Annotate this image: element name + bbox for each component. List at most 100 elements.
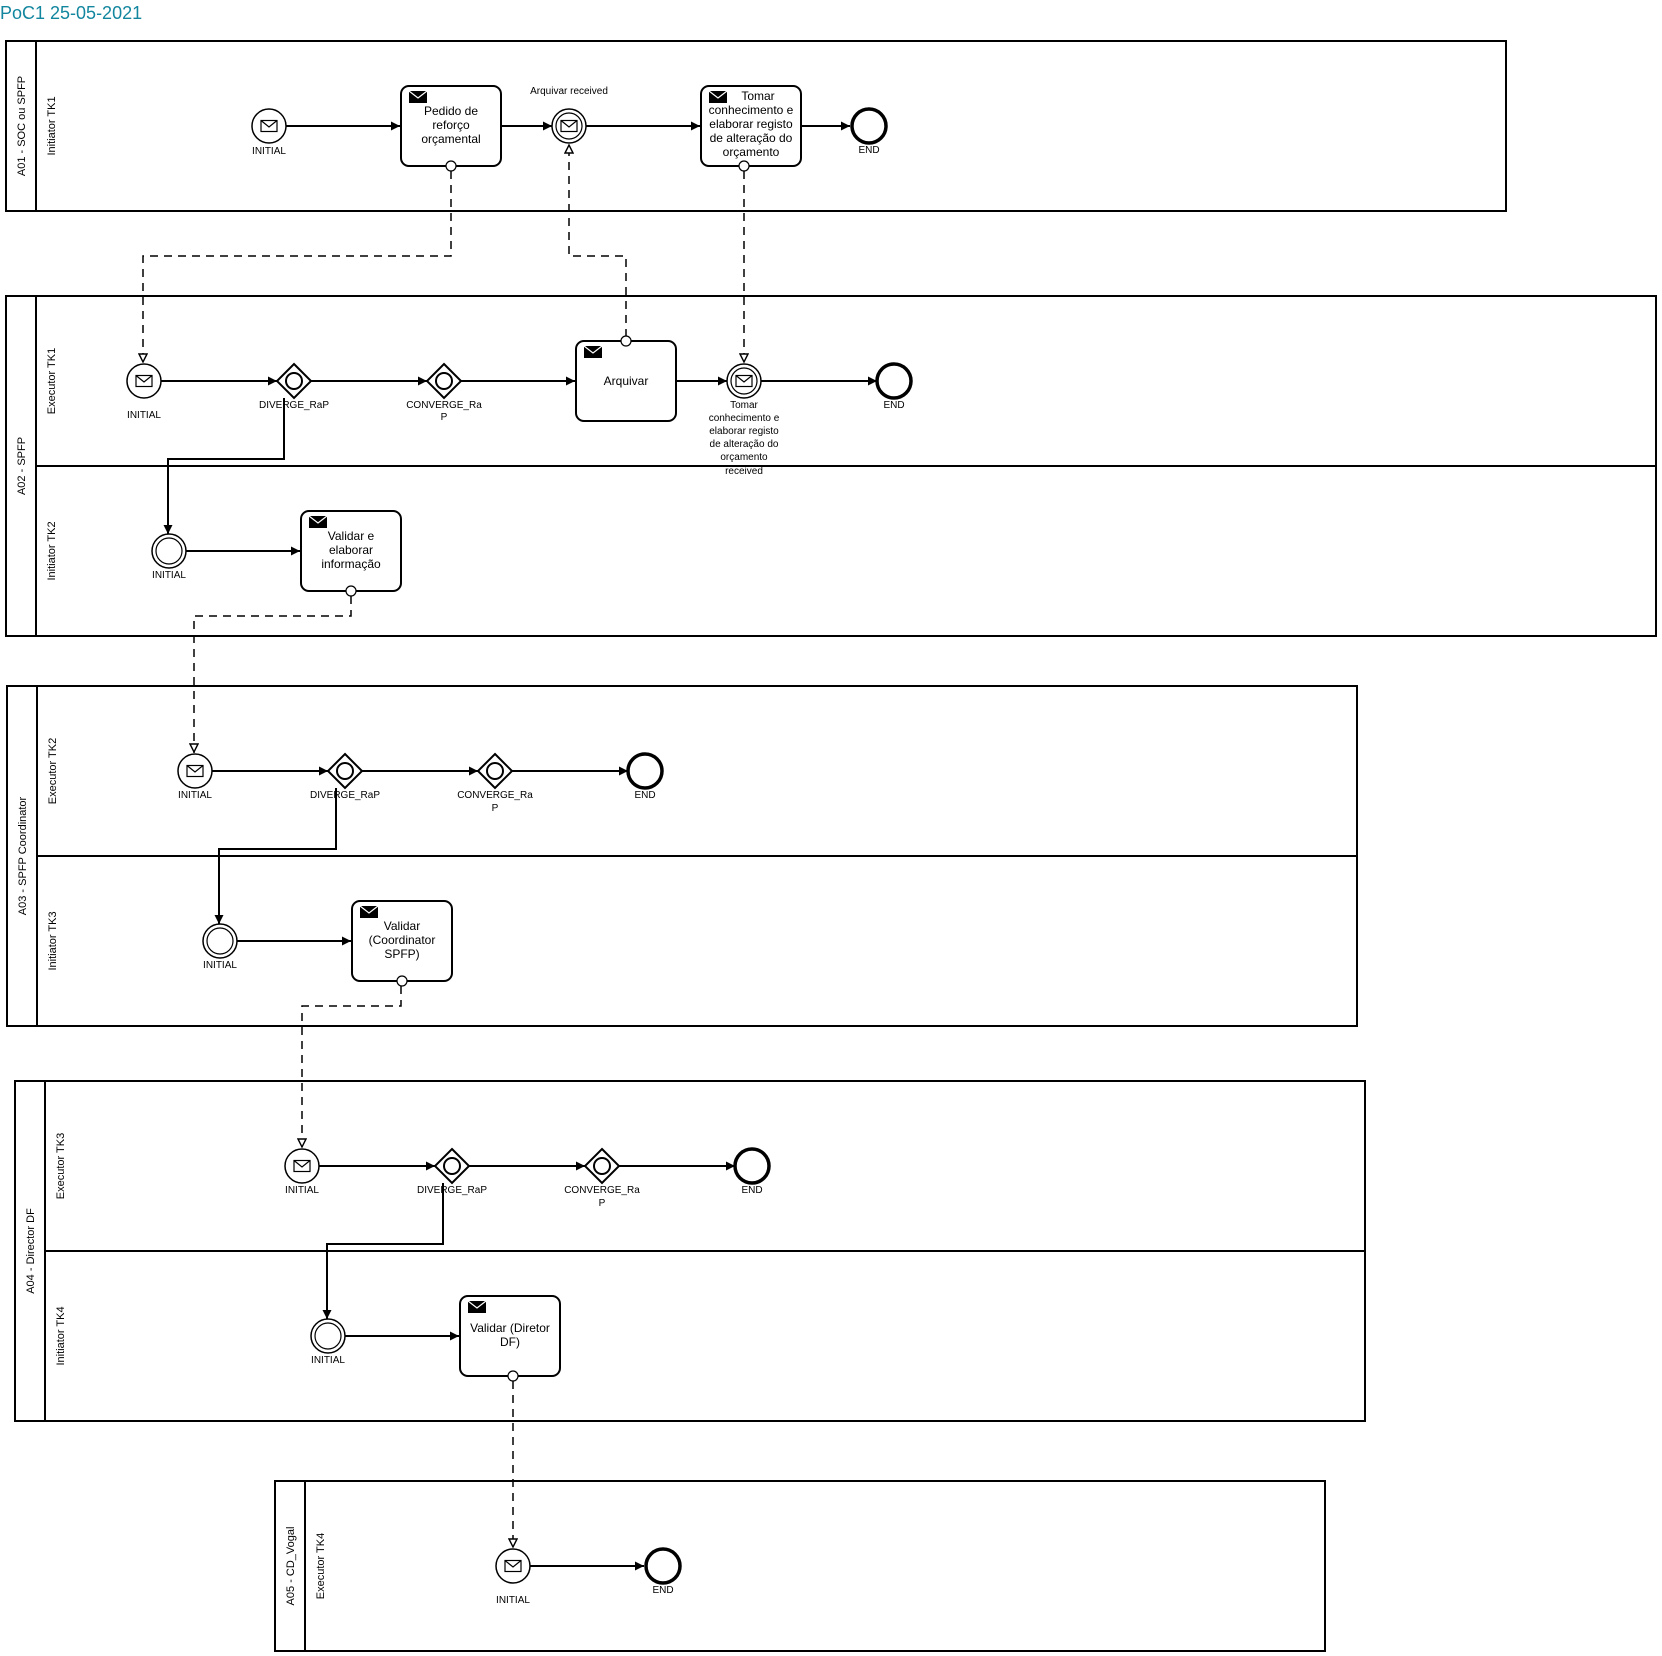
gateway-label: CONVERGE_Ra <box>457 790 533 801</box>
gateway-label: CONVERGE_Ra <box>406 400 482 411</box>
message-port-icon <box>620 335 632 347</box>
event-label: conhecimento e <box>709 413 780 424</box>
event-label: INITIAL <box>127 410 161 421</box>
start-event-message[interactable]: INITIAL <box>251 108 287 157</box>
message-send-icon <box>359 905 379 919</box>
lane-label: Initiator TK1 <box>46 96 58 155</box>
message-port-icon <box>445 160 457 172</box>
message-flows <box>143 144 744 1548</box>
diagram-title: PoC1 25-05-2021 <box>0 3 142 23</box>
gateway-label: P <box>441 412 448 423</box>
message-port-icon <box>396 975 408 987</box>
gateway-converge[interactable]: CONVERGE_Ra P <box>457 752 533 814</box>
gateway-label: P <box>492 803 499 814</box>
task-label: elaborar registo <box>709 117 793 131</box>
pool-label: A01 - SOC ou SPFP <box>16 76 28 176</box>
task-label: informação <box>321 557 381 571</box>
intermediate-catch-arquivar[interactable]: Arquivar received <box>530 86 608 144</box>
event-label: INITIAL <box>285 1185 319 1196</box>
event-label: INITIAL <box>152 570 186 581</box>
event-label: INITIAL <box>311 1355 345 1366</box>
task-label: Validar (Diretor <box>470 1321 550 1335</box>
message-send-icon <box>708 90 728 104</box>
task-label: de alteração do <box>710 131 793 145</box>
event-label: END <box>883 400 904 411</box>
end-event[interactable]: END <box>733 1147 771 1196</box>
task-label: Tomar <box>741 89 774 103</box>
task-label: conhecimento e <box>709 103 794 117</box>
intermediate-catch-tomar[interactable]: Tomar conhecimento e elaborar registo de… <box>709 363 780 477</box>
pool-a05: A05 - CD_Vogal Executor TK4 <box>274 1480 1326 1652</box>
pool-a01: A01 - SOC ou SPFP Initiator TK1 <box>5 40 1507 212</box>
task-pedido-reforco[interactable]: Pedido de reforço orçamental <box>400 85 502 172</box>
event-label: de alteração do <box>710 439 779 450</box>
task-validar-elaborar[interactable]: Validar e elaborar informação <box>300 510 402 597</box>
pool-a02: A02 - SPFP Executor TK1 Initiator TK2 <box>5 295 1657 637</box>
start-event-none[interactable]: INITIAL <box>202 923 238 971</box>
task-label: Validar e <box>328 529 375 543</box>
message-send-icon <box>583 345 603 359</box>
event-label: elaborar registo <box>709 426 779 437</box>
task-label: (Coordinator <box>369 933 436 947</box>
lane-label: Initiator TK3 <box>47 911 59 970</box>
gateway-converge[interactable]: CONVERGE_Ra P <box>406 362 482 423</box>
event-label: INITIAL <box>496 1595 530 1606</box>
event-label: received <box>725 466 763 477</box>
lane-label: Executor TK1 <box>46 348 58 414</box>
lane-label: Initiator TK2 <box>46 521 58 580</box>
message-send-icon <box>467 1300 487 1314</box>
message-send-icon <box>408 90 428 104</box>
gateway-label: DIVERGE_RaP <box>310 790 380 801</box>
event-label: END <box>652 1585 673 1596</box>
gateway-label: DIVERGE_RaP <box>259 400 329 411</box>
start-event-message[interactable]: INITIAL <box>126 363 162 421</box>
event-label: INITIAL <box>178 790 212 801</box>
lane-label: Initiator TK4 <box>55 1306 67 1365</box>
gateway-diverge[interactable]: DIVERGE_RaP <box>417 1147 487 1196</box>
task-validar-diretor[interactable]: Validar (Diretor DF) <box>459 1295 561 1382</box>
sequence-flows <box>161 121 877 1571</box>
end-event[interactable]: END <box>875 362 913 411</box>
pool-a04: A04 - Director DF Executor TK3 Initiator… <box>14 1080 1366 1422</box>
gateway-diverge[interactable]: DIVERGE_RaP <box>310 752 380 801</box>
pool-label: A05 - CD_Vogal <box>285 1527 297 1606</box>
lane-label: Executor TK2 <box>47 738 59 804</box>
start-event-message[interactable]: INITIAL <box>284 1148 320 1196</box>
gateway-converge[interactable]: CONVERGE_Ra P <box>564 1147 640 1209</box>
gateway-diverge[interactable]: DIVERGE_RaP <box>259 362 329 411</box>
end-event[interactable]: END <box>626 752 664 801</box>
start-event-none[interactable]: INITIAL <box>310 1318 346 1366</box>
end-event[interactable]: END <box>850 107 888 156</box>
end-event[interactable]: END <box>644 1547 682 1596</box>
pool-label: A03 - SPFP Coordinator <box>17 796 29 915</box>
event-label: Tomar <box>730 400 758 411</box>
event-label: INITIAL <box>203 960 237 971</box>
task-arquivar[interactable]: Arquivar <box>575 335 677 422</box>
event-label: END <box>741 1185 762 1196</box>
pool-a03: A03 - SPFP Coordinator Executor TK2 Init… <box>6 685 1358 1027</box>
event-label: END <box>858 145 879 156</box>
message-port-icon <box>345 585 357 597</box>
task-label: SPFP) <box>384 947 419 961</box>
task-validar-coordinator[interactable]: Validar (Coordinator SPFP) <box>351 900 453 987</box>
task-label: DF) <box>500 1335 520 1349</box>
pool-label: A04 - Director DF <box>25 1208 37 1294</box>
task-label: orçamento <box>723 145 780 159</box>
pool-label: A02 - SPFP <box>16 437 28 495</box>
task-label: orçamental <box>421 132 480 146</box>
task-label: Pedido de <box>424 104 478 118</box>
task-label: reforço <box>432 118 470 132</box>
lane-label: Executor TK3 <box>55 1133 67 1199</box>
task-label: elaborar <box>329 543 373 557</box>
start-event-none[interactable]: INITIAL <box>151 533 187 581</box>
gateway-label: CONVERGE_Ra <box>564 1185 640 1196</box>
lane-label: Executor TK4 <box>315 1533 327 1599</box>
start-event-message[interactable]: INITIAL <box>177 753 213 801</box>
gateway-label: P <box>599 1198 606 1209</box>
start-event-message[interactable]: INITIAL <box>495 1548 531 1606</box>
event-label: orçamento <box>720 452 768 463</box>
task-label: Validar <box>384 919 420 933</box>
task-tomar-conhecimento[interactable]: Tomar conhecimento e elaborar registo de… <box>700 85 802 172</box>
event-label: Arquivar received <box>530 86 608 97</box>
